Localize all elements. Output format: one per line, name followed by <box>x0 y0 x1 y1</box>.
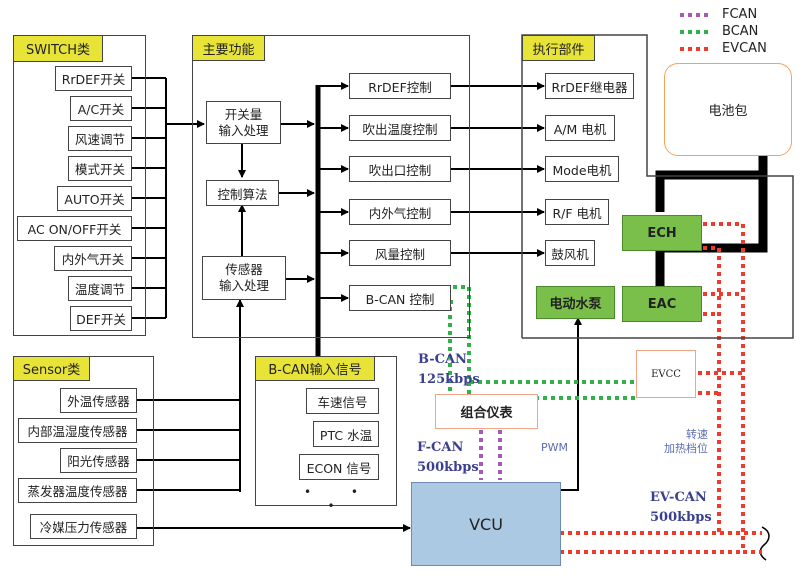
control-algorithm: 控制算法 <box>206 180 279 206</box>
switch-item: RrDEF开关 <box>55 66 132 91</box>
main-functions-group <box>192 35 470 338</box>
bcan-swatch-icon <box>680 29 712 34</box>
control-item: 吹出温度控制 <box>349 115 451 141</box>
evcan-swatch-icon <box>680 46 712 51</box>
actuators-title: 执行部件 <box>522 35 595 61</box>
sensor-group-title: Sensor类 <box>13 356 90 381</box>
switch-item: A/C开关 <box>70 96 132 121</box>
actuator-item: RrDEF继电器 <box>545 73 634 99</box>
legend-bcan: BCAN <box>678 23 767 40</box>
switch-item: 温度调节 <box>68 276 132 301</box>
bcan-speed-label: B-CAN 125kbps <box>418 352 480 387</box>
switch-item: 内外气开关 <box>54 246 132 271</box>
bcan-input-item: 车速信号 <box>306 388 379 414</box>
sensor-item: 蒸发器温度传感器 <box>18 478 137 503</box>
bcan-input-item: PTC 水温 <box>313 421 379 447</box>
fcan-speed-label: F-CAN 500kbps <box>417 440 479 475</box>
switch-item: DEF开关 <box>70 306 132 331</box>
electric-water-pump: 电动水泵 <box>536 286 615 319</box>
bcan-input-item: ECON 信号 <box>299 454 379 480</box>
legend: FCAN BCAN EVCAN <box>678 6 767 57</box>
control-item: 风量控制 <box>349 240 451 266</box>
fcan-swatch-icon <box>680 12 712 17</box>
legend-fcan: FCAN <box>678 6 767 23</box>
fcan-lines <box>479 430 502 480</box>
actuator-item: A/M 电机 <box>545 115 615 141</box>
actuator-item: R/F 电机 <box>545 199 609 225</box>
instrument-cluster: 组合仪表 <box>435 394 538 429</box>
control-item: 内外气控制 <box>349 199 451 225</box>
switch-item: AUTO开关 <box>57 186 132 211</box>
vcu: VCU <box>411 482 561 566</box>
pwm-line <box>560 317 582 491</box>
switch-item: 模式开关 <box>68 156 132 181</box>
evcan-lines <box>560 222 762 554</box>
sensor-item: 外温传感器 <box>60 388 137 413</box>
control-item: B-CAN 控制 <box>349 285 451 311</box>
evcan-note: 转速 加热档位 <box>664 428 708 455</box>
evcan-speed-label: EV-CAN 500kbps <box>650 490 712 525</box>
battery-pack: 电池包 <box>664 63 792 156</box>
legend-evcan: EVCAN <box>678 40 767 57</box>
legend-label: FCAN <box>722 7 758 22</box>
switch-group-title: SWITCH类 <box>13 35 103 62</box>
actuator-item: 鼓风机 <box>545 240 595 266</box>
legend-label: BCAN <box>722 24 759 39</box>
sensor-input-processing: 传感器 输入处理 <box>202 256 286 300</box>
actuator-item: Mode电机 <box>545 156 619 182</box>
control-item: RrDEF控制 <box>349 73 451 99</box>
evcc: EVCC <box>636 350 696 398</box>
sensor-item: 内部温湿度传感器 <box>18 418 137 443</box>
pwm-label: PWM <box>541 441 569 454</box>
bcan-inputs-title: B-CAN输入信号 <box>255 356 375 381</box>
main-functions-title: 主要功能 <box>192 35 265 61</box>
eac-compressor: EAC <box>622 286 702 322</box>
switch-input-processing: 开关量 输入处理 <box>206 101 281 144</box>
sensor-item: 冷媒压力传感器 <box>30 514 137 539</box>
legend-label: EVCAN <box>722 41 767 56</box>
switch-item: AC ON/OFF开关 <box>17 216 132 241</box>
switch-item: 风速调节 <box>68 126 132 151</box>
control-item: 吹出口控制 <box>349 156 451 182</box>
break-symbol <box>759 526 770 561</box>
bcan-inputs-ellipsis: • • • <box>304 485 376 513</box>
ech-heater: ECH <box>622 215 702 251</box>
sensor-item: 阳光传感器 <box>60 448 137 473</box>
